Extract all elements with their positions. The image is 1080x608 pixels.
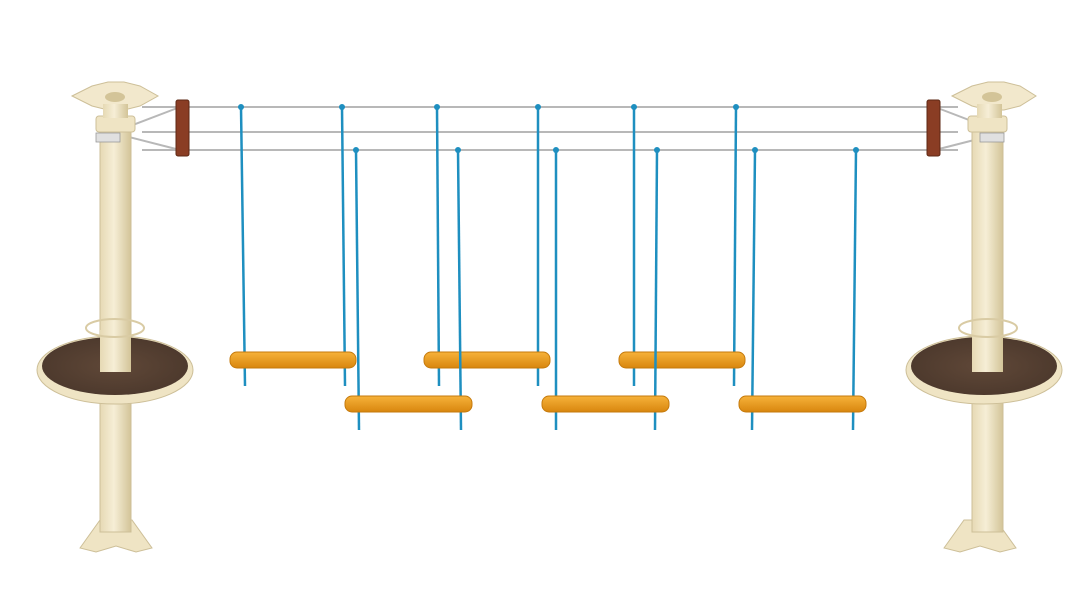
left-pole-assembly: [36, 81, 194, 553]
left-wood-block: [175, 99, 190, 157]
swing-step-1: [229, 104, 357, 387]
swing-step-5-knot-right: [733, 104, 739, 110]
swing-step-2-board: [344, 395, 473, 413]
left-pole-collar: [95, 115, 136, 133]
swing-step-4: [541, 147, 670, 431]
swing-step-2-rope-left: [354, 149, 361, 431]
swing-step-3-rope-left: [435, 106, 441, 387]
swing-step-3: [423, 104, 551, 387]
right-pole-shaft: [971, 119, 1004, 533]
swing-step-3-knot-right: [535, 104, 541, 110]
right-cable-bracket: [979, 132, 1005, 143]
swing-step-3-board: [423, 351, 551, 369]
swing-step-1-board: [229, 351, 357, 369]
swing-step-4-board: [541, 395, 670, 413]
right-pole-top-neck: [977, 104, 1002, 118]
right-pole-top-hole: [982, 92, 1002, 102]
swing-step-2-knot-left: [353, 147, 359, 153]
left-pole-top-hole: [105, 92, 125, 102]
swing-step-2: [344, 147, 473, 431]
swing-step-5-board: [618, 351, 746, 369]
left-guy-cable-lower: [124, 135, 181, 151]
swing-step-5-knot-left: [631, 104, 637, 110]
left-cable-bracket: [95, 132, 121, 143]
left-pole-top-neck: [103, 104, 128, 118]
right-pole-assembly: [905, 81, 1063, 553]
swing-step-6-board: [738, 395, 867, 413]
swing-step-6-knot-right: [853, 147, 859, 153]
swing-step-4-knot-right: [654, 147, 660, 153]
swing-step-4-rope-right: [653, 149, 659, 431]
right-wood-block: [926, 99, 941, 157]
left-pole-shaft: [99, 119, 132, 533]
swing-step-1-rope-left: [239, 106, 247, 387]
swing-step-1-knot-right: [339, 104, 345, 110]
right-pole-collar: [967, 115, 1008, 133]
swing-step-6-rope-left: [750, 149, 757, 431]
swing-step-5: [618, 104, 746, 387]
top-cables: [124, 106, 991, 151]
swing-step-1-rope-right: [340, 106, 347, 387]
swing-step-2-rope-right: [456, 149, 463, 431]
swing-step-6-knot-left: [752, 147, 758, 153]
swing-step-6: [738, 147, 867, 431]
swing-step-1-knot-left: [238, 104, 244, 110]
swing-step-2-knot-right: [455, 147, 461, 153]
right-safety-ring: [958, 318, 1018, 338]
swing-step-4-knot-left: [553, 147, 559, 153]
left-safety-ring: [85, 318, 145, 338]
swing-step-5-rope-right: [732, 106, 738, 387]
swing-step-6-rope-right: [851, 149, 858, 431]
swing-step-3-knot-left: [434, 104, 440, 110]
